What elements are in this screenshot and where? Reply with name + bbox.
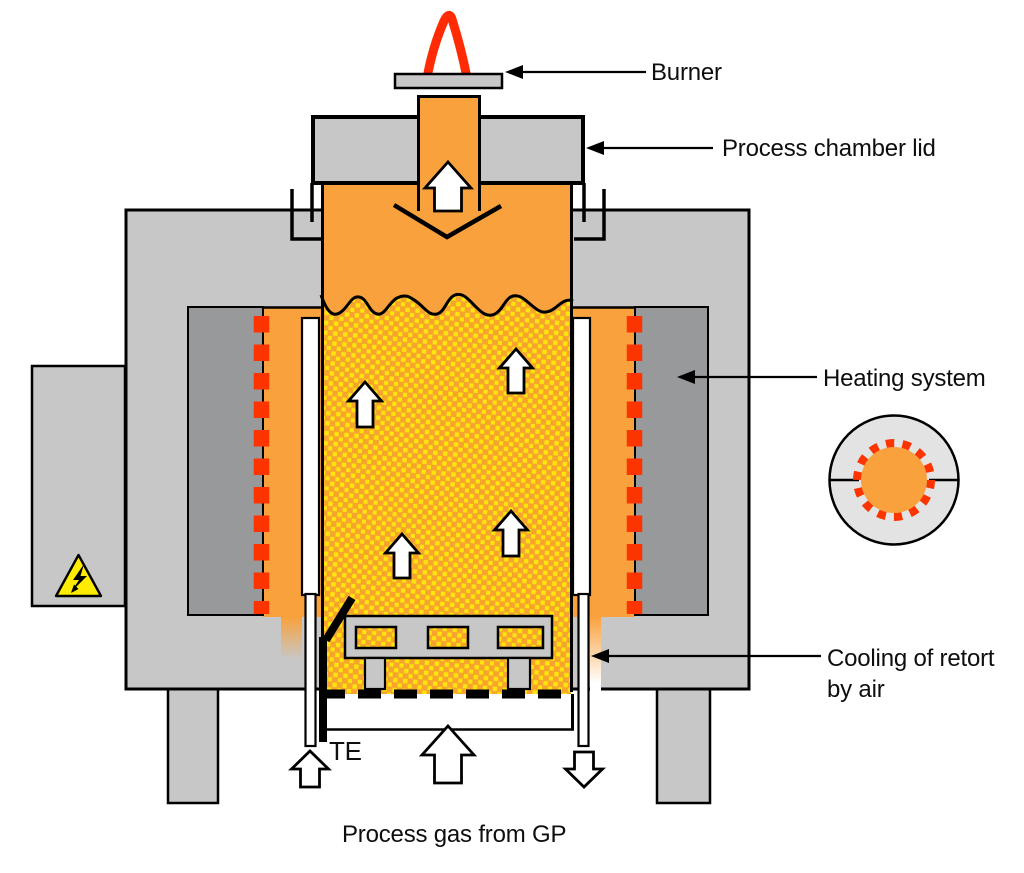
heating-panel-left: [187, 306, 264, 616]
lid-clamps: [290, 183, 606, 241]
cooling-channel-left: [300, 316, 321, 597]
cooling-air-out-arrow: [562, 750, 606, 789]
process-gas-inlet-arrow: [418, 723, 478, 785]
charge-surface-fill: [321, 245, 573, 316]
plate-opening: [426, 625, 470, 650]
plate-opening: [496, 625, 545, 650]
burner-plate: [393, 72, 504, 90]
cooling-air-in-arrow: [288, 749, 332, 789]
retort-bottom: [322, 689, 574, 731]
charge-surface-line: [319, 292, 574, 317]
gas-flow-arrows: [288, 159, 606, 789]
burner-flame-icon: [422, 10, 472, 83]
cooling-channel-right: [571, 316, 592, 597]
up-arrow-icon: [421, 159, 475, 213]
electrical-cabinet: [30, 364, 127, 608]
gas-deflector: [392, 203, 503, 240]
up-arrow-icon: [382, 531, 422, 580]
retort-cross-section: [828, 414, 960, 546]
retort-air-cooling-jacket: [300, 316, 592, 748]
gas-distributor-plate: [343, 614, 554, 691]
cooling-label-line1: Cooling of retort: [827, 645, 995, 672]
cooling-air-glow-left: [281, 617, 302, 659]
gas-plenum: [326, 699, 572, 728]
plate-opening: [354, 625, 398, 650]
heating-system-label: Heating system: [823, 365, 986, 392]
up-arrow-icon: [496, 346, 536, 395]
up-arrow-icon: [491, 508, 531, 558]
process-chamber-lid-label: Process chamber lid: [722, 135, 936, 162]
burner-assembly: [393, 10, 504, 90]
plate-leg: [506, 656, 532, 691]
lid-pointer-head: [586, 141, 604, 155]
cooling-pointer-head: [591, 649, 609, 663]
burner-pointer-head: [505, 65, 523, 79]
cooling-label: Cooling of retort by air: [827, 643, 995, 705]
burner-label: Burner: [651, 59, 722, 86]
cooling-pipe-right: [577, 592, 590, 748]
cooling-pipe-left: [304, 592, 317, 748]
furnace-leg-right: [655, 687, 712, 805]
electrical-hazard-icon: [54, 553, 103, 598]
process-gas-label: Process gas from GP: [342, 821, 567, 848]
cooling-label-line2: by air: [827, 676, 885, 703]
xsec-heater-ring: [853, 439, 935, 521]
furnace-leg-left: [166, 687, 220, 805]
up-arrow-icon: [345, 379, 385, 429]
thermocouple-probe: [319, 595, 356, 742]
thermocouple-label: TE: [329, 736, 362, 766]
plate-leg: [363, 656, 387, 691]
heating-pointer-head: [677, 370, 695, 384]
heating-panel-right: [634, 306, 709, 616]
xsec-retort-core: [861, 447, 927, 513]
label-pointers: [505, 65, 821, 663]
